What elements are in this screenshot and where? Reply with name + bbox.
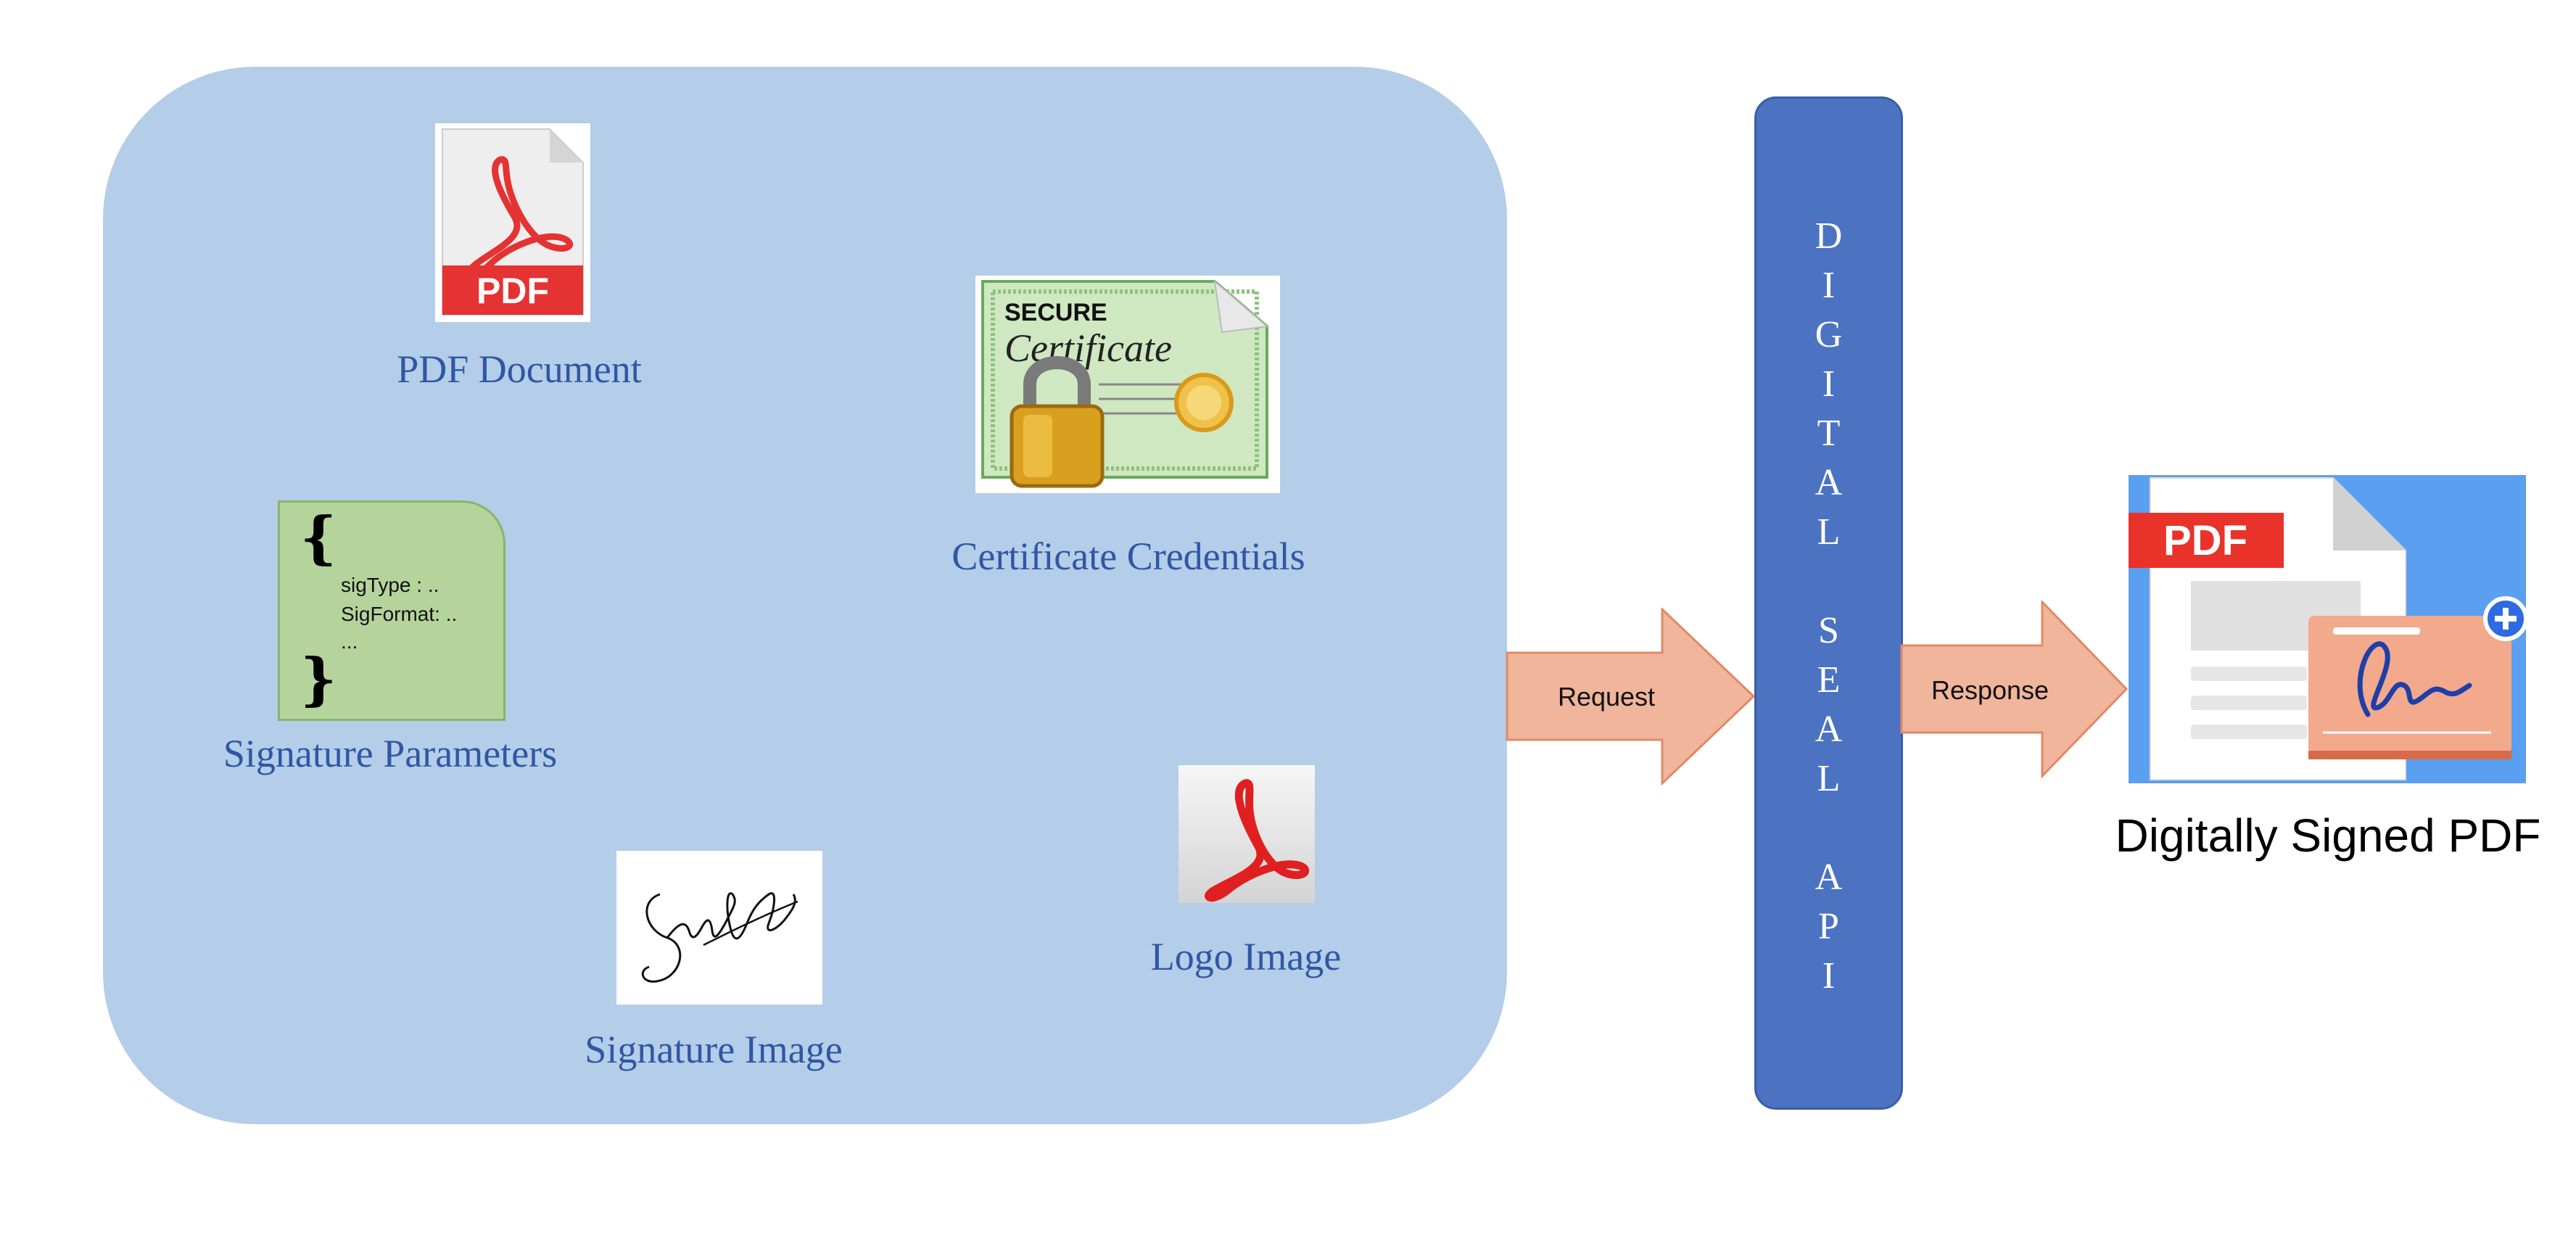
acrobat-logo-icon bbox=[1178, 765, 1315, 903]
signature-parameters-caption: Signature Parameters bbox=[223, 732, 558, 775]
json-parameters-icon: { sigType : .. SigFormat: .. ... } bbox=[278, 500, 505, 721]
api-label-letter: D bbox=[1815, 215, 1843, 257]
signature-image-caption: Signature Image bbox=[585, 1028, 843, 1071]
digitally-signed-pdf-caption: Digitally Signed PDF bbox=[2115, 809, 2541, 862]
api-label-letter: A bbox=[1815, 462, 1843, 503]
api-label-letter: I bbox=[1822, 955, 1836, 997]
response-label: Response bbox=[1931, 675, 2049, 705]
pdf-document-caption: PDF Document bbox=[397, 347, 642, 391]
certificate-lock-icon: SECURE Certificate bbox=[975, 276, 1280, 493]
api-label-letter: G bbox=[1815, 314, 1843, 355]
api-label-letter: I bbox=[1822, 363, 1836, 405]
output-pdf-badge-text: PDF bbox=[2163, 517, 2247, 564]
certificate-title-text: Certificate bbox=[1004, 326, 1172, 370]
certificate-caption: Certificate Credentials bbox=[951, 535, 1305, 578]
api-label-letter: T bbox=[1817, 413, 1841, 454]
api-label-letter: P bbox=[1818, 906, 1839, 947]
signature-image-icon bbox=[616, 851, 822, 1005]
param-line-ellipsis: ... bbox=[341, 630, 358, 653]
pdf-document-icon: PDF bbox=[435, 123, 590, 322]
api-label-letter: A bbox=[1815, 709, 1843, 750]
request-arrow bbox=[1506, 608, 1756, 785]
api-label-letter: L bbox=[1817, 511, 1841, 553]
param-line-sigformat: SigFormat: .. bbox=[341, 603, 458, 625]
api-label-letter: A bbox=[1815, 857, 1843, 898]
open-brace-text: { bbox=[300, 505, 337, 571]
certificate-secure-text: SECURE bbox=[1004, 299, 1107, 326]
response-arrow bbox=[1900, 601, 2129, 778]
api-label-letter: I bbox=[1822, 265, 1836, 306]
digital-seal-api-bar bbox=[1754, 96, 1903, 1110]
param-line-sigtype: sigType : .. bbox=[341, 574, 439, 596]
signed-pdf-icon: PDF bbox=[2129, 475, 2526, 783]
api-label-letter: S bbox=[1818, 610, 1839, 651]
close-brace-text: } bbox=[300, 646, 337, 712]
pdf-badge-text: PDF bbox=[476, 271, 549, 311]
request-label: Request bbox=[1557, 682, 1656, 712]
api-label-letter: E bbox=[1817, 659, 1841, 701]
api-label-letter: L bbox=[1817, 758, 1841, 799]
logo-image-caption: Logo Image bbox=[1150, 935, 1342, 978]
